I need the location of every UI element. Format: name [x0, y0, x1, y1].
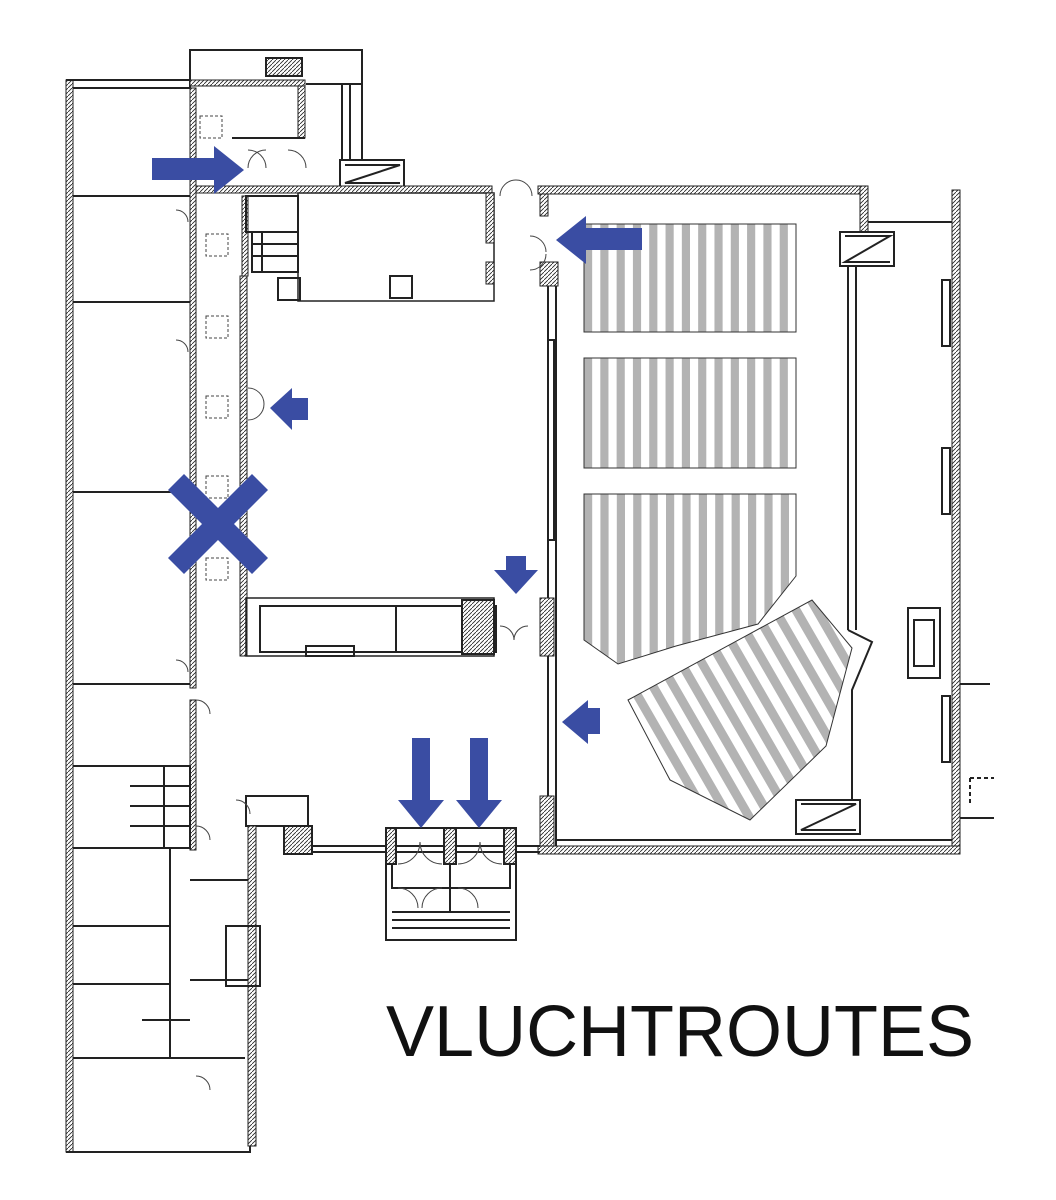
- arrow-icon: [270, 388, 308, 430]
- seat-row: [600, 494, 609, 664]
- seat-row: [747, 224, 756, 332]
- seat-row: [616, 224, 625, 332]
- seat-row: [731, 494, 740, 664]
- seat-row: [649, 224, 658, 332]
- seat-row: [600, 224, 609, 332]
- seat-row: [714, 358, 723, 468]
- arrow-icon: [398, 738, 444, 828]
- seat-row: [698, 358, 707, 468]
- seat-row: [665, 224, 674, 332]
- seat-row: [616, 494, 625, 664]
- seat-row: [747, 358, 756, 468]
- seat-row: [715, 494, 724, 664]
- seat-row: [633, 494, 642, 664]
- seat-row: [730, 358, 739, 468]
- escape-arrows: [152, 146, 642, 828]
- seat-row: [584, 494, 593, 664]
- walls: [65, 49, 994, 1153]
- seat-row: [698, 224, 707, 332]
- seat-row: [714, 224, 723, 332]
- seat-row: [761, 600, 852, 802]
- seat-row: [780, 494, 789, 664]
- seat-row: [681, 224, 690, 332]
- seat-row: [665, 358, 674, 468]
- arrow-icon: [152, 146, 244, 194]
- seat-row: [698, 494, 707, 664]
- seat-row: [649, 494, 658, 664]
- seat-row: [632, 358, 642, 468]
- cross-icon: [168, 474, 268, 574]
- arrow-icon: [494, 556, 538, 594]
- seat-row: [632, 224, 642, 332]
- seat-row: [748, 494, 757, 664]
- seat-row: [682, 494, 691, 664]
- seat-row: [779, 358, 788, 468]
- seat-row: [616, 358, 625, 468]
- door-swings: [175, 149, 547, 1091]
- seat-row: [600, 358, 609, 468]
- seat-row: [584, 224, 593, 332]
- arrow-icon: [456, 738, 502, 828]
- seat-row: [649, 358, 658, 468]
- seat-row: [681, 358, 690, 468]
- seat-row: [764, 494, 773, 664]
- seat-row: [763, 224, 772, 332]
- seat-row: [746, 600, 852, 811]
- seat-row: [584, 358, 593, 468]
- page-title: VLUCHTROUTES: [386, 992, 975, 1072]
- seat-row: [779, 224, 788, 332]
- seating-blocks: [583, 223, 853, 821]
- arrow-icon: [562, 700, 600, 744]
- seat-row: [666, 494, 675, 664]
- seat-row: [730, 224, 739, 332]
- arrow-icon: [556, 216, 642, 264]
- seat-row: [763, 358, 772, 468]
- columns: [199, 115, 229, 581]
